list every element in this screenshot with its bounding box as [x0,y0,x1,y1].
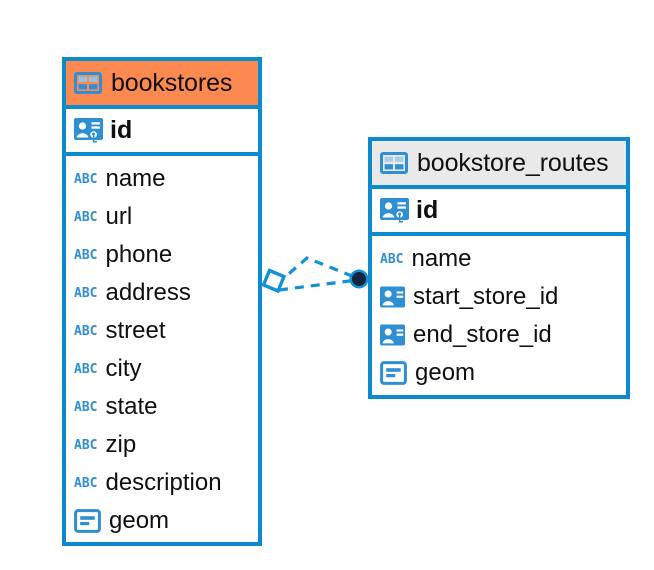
text-type-icon: ABC [74,171,98,187]
attribute-row[interactable]: ABC city [66,350,258,388]
relationship-line-lower [278,278,358,292]
attribute-row[interactable]: ABC url [66,198,258,236]
attribute-label: geom [415,359,476,386]
attribute-row[interactable]: geom [66,502,258,540]
primary-key-row[interactable]: id [372,189,626,236]
text-type-icon: ABC [74,285,98,301]
attribute-row[interactable]: ABC name [66,160,258,198]
attribute-row[interactable]: ABC description [66,464,258,502]
attribute-row[interactable]: ABC street [66,312,258,350]
primary-key-icon [74,117,103,145]
attribute-row[interactable]: ABC zip [66,426,258,464]
relationship-line-upper [275,256,358,286]
primary-key-label: id [416,196,439,224]
attribute-label: name [105,165,166,192]
text-type-icon: ABC [74,437,98,453]
attribute-label: city [105,355,142,382]
entity-title: bookstores [111,68,233,97]
foreign-key-icon [380,324,405,346]
diamond-marker [261,268,287,294]
primary-key-label: id [110,116,133,144]
attribute-row[interactable]: start_store_id [372,278,626,316]
attribute-label: url [105,203,133,230]
attribute-row[interactable]: ABC state [66,388,258,426]
attribute-label: geom [109,507,170,534]
text-type-icon: ABC [380,251,404,267]
table-icon [74,72,102,94]
foreign-key-icon [380,286,405,308]
relationship-svg [261,256,369,294]
attribute-list: ABC name ABC url ABC phone ABC [66,156,258,540]
attribute-label: street [105,317,166,344]
text-type-icon: ABC [74,475,98,491]
relationship-connector[interactable] [255,240,385,320]
entity-table-bookstore-routes[interactable]: bookstore_routes id [368,137,630,399]
entity-header-bookstores[interactable]: bookstores [66,61,258,109]
attribute-label: zip [105,431,137,458]
geometry-type-icon [74,509,101,533]
attribute-label: phone [105,241,173,268]
text-type-icon: ABC [74,323,98,339]
text-type-icon: ABC [74,247,98,263]
attribute-label: state [105,393,158,420]
geometry-type-icon [380,361,407,385]
attribute-label: address [105,279,191,306]
attribute-label: name [411,245,472,272]
text-type-icon: ABC [74,399,98,415]
text-type-icon: ABC [74,361,98,377]
attribute-row[interactable]: end_store_id [372,316,626,354]
primary-key-row[interactable]: id [66,109,258,156]
attribute-list: ABC name start_store_id [372,236,626,392]
attribute-row[interactable]: ABC address [66,274,258,312]
entity-header-bookstore-routes[interactable]: bookstore_routes [372,141,626,189]
entity-title: bookstore_routes [417,148,609,177]
entity-table-bookstores[interactable]: bookstores id [62,57,262,546]
attribute-label: description [105,469,222,496]
attribute-label: start_store_id [413,283,559,310]
attribute-row[interactable]: ABC phone [66,236,258,274]
filled-circle-marker [349,269,369,289]
text-type-icon: ABC [74,209,98,225]
attribute-row[interactable]: ABC name [372,240,626,278]
primary-key-icon [380,197,409,225]
attribute-row[interactable]: geom [372,354,626,392]
table-icon [380,152,408,174]
attribute-label: end_store_id [413,321,552,348]
